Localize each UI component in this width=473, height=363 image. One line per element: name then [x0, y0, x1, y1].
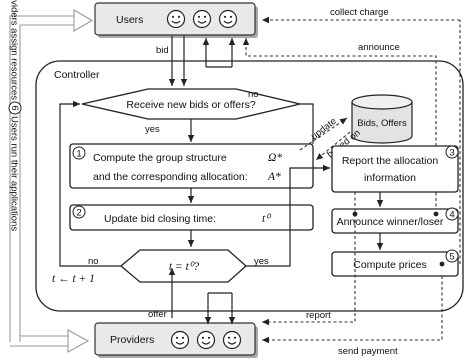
step1-number: 1	[76, 148, 81, 159]
step5-text: Compute prices	[353, 259, 427, 271]
smiley-icon	[196, 330, 216, 350]
update-arrow	[299, 117, 348, 151]
step3-node: 3 Report the allocation information	[331, 145, 459, 193]
smiley-icon	[218, 9, 238, 29]
smiley-icon	[166, 9, 186, 29]
step5-number: 5	[449, 251, 454, 262]
step4-node: 4 Announce winner/loser	[331, 207, 459, 234]
side-loop-arrow	[9, 9, 94, 353]
controller-container	[35, 60, 464, 312]
providers-label: Providers	[110, 334, 154, 346]
providers-node: Providers	[94, 322, 258, 358]
bid-label: bid	[156, 45, 169, 56]
controller-label: Controller	[54, 69, 100, 81]
smiley-icon	[222, 330, 242, 350]
step2-node: 2 Update bid closing time: t⁰	[69, 204, 314, 231]
step2-text: Update bid closing time:	[104, 213, 216, 225]
time-increment: t ← t + 1	[52, 273, 95, 285]
side-label-users: Users run their applications	[9, 116, 20, 231]
decision-receive-yes: yes	[145, 124, 160, 135]
step2-sym: t⁰	[262, 213, 272, 225]
step-6-badge	[8, 101, 22, 115]
announce-arrow	[242, 38, 437, 212]
send-payment-arrow	[262, 276, 443, 344]
decision-time-no: no	[88, 256, 99, 267]
smiley-icon	[170, 330, 190, 350]
step3-badge	[445, 145, 459, 159]
decision-time: t = t⁰?	[119, 249, 247, 283]
step1-sym1: Ω*	[268, 152, 282, 164]
step1-badge	[72, 146, 86, 160]
step1-node: 1 Compute the group structure and the co…	[69, 143, 314, 189]
providers-controller-arrows	[168, 268, 236, 324]
decision-receive-text: Receive new bids or offers?	[126, 99, 256, 111]
send-payment-label: send payment	[338, 346, 398, 357]
users-label: Users	[116, 14, 143, 26]
announce-label: announce	[358, 42, 400, 53]
database-node: Bids, Offers	[351, 94, 413, 144]
decision-receive: Receive new bids or offers?	[81, 88, 301, 120]
yes-to-report-arrow	[246, 164, 330, 267]
no-loop-arrow	[59, 100, 121, 267]
step2-badge	[72, 205, 86, 219]
step2-number: 2	[76, 207, 81, 218]
step3-line1: Report the allocation	[342, 155, 438, 167]
database-label: Bids, Offers	[357, 118, 407, 129]
step4-text: Announce winner/loser	[337, 216, 444, 228]
step3-line2: information	[364, 172, 416, 184]
report-label: report	[306, 310, 331, 321]
step4-badge	[445, 207, 459, 221]
side-label-providers: Providers assign resources	[9, 0, 20, 100]
side-label-group: Providers assign resources 6 Users run t…	[8, 0, 22, 231]
step5-badge	[445, 249, 459, 263]
users-node: Users	[94, 2, 258, 38]
offer-label: offer	[148, 309, 167, 320]
step5-node: 5 Compute prices	[331, 249, 459, 277]
step4-number: 4	[449, 209, 454, 220]
step1-line2: and the corresponding allocation:	[93, 171, 248, 183]
collect-charge-label: collect charge	[330, 7, 389, 18]
smiley-icon	[192, 9, 212, 29]
step1-line1: Compute the group structure	[93, 152, 227, 164]
step-6-number: 6	[9, 105, 20, 110]
users-controller-arrows	[168, 36, 236, 86]
decision-receive-no: no	[248, 89, 259, 100]
step3-number: 3	[449, 147, 454, 158]
decision-time-text: t = t⁰?	[169, 261, 200, 273]
step1-sym2: A*	[267, 171, 281, 183]
decision-time-yes: yes	[254, 256, 269, 267]
